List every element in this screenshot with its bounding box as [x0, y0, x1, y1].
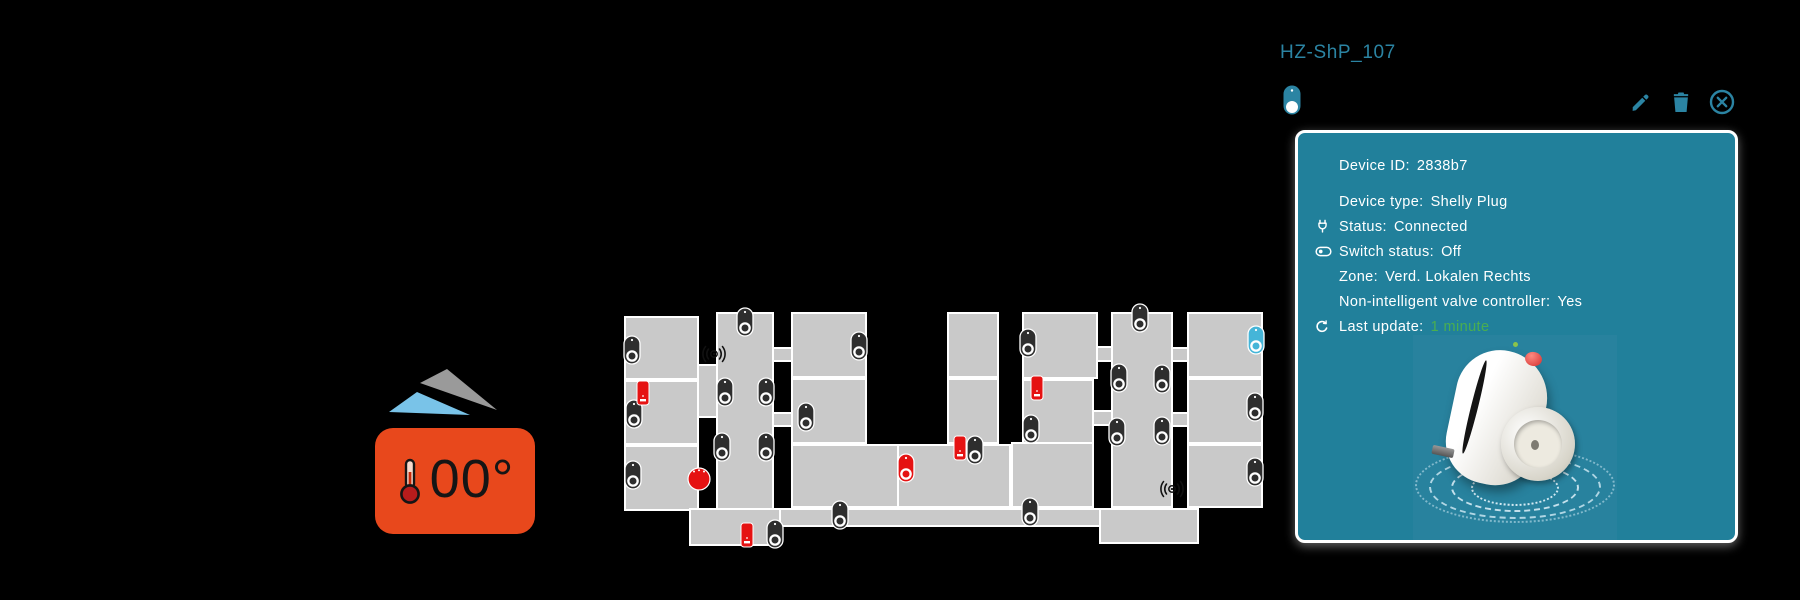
field-row-device-id-: Device ID: 2838b7 — [1315, 153, 1721, 178]
device-valve[interactable] — [757, 432, 775, 462]
device-pill-alert[interactable] — [953, 435, 967, 461]
device-valve[interactable] — [966, 435, 984, 465]
field-value: Shelly Plug — [1430, 193, 1508, 210]
device-valve[interactable] — [850, 331, 868, 361]
device-valve[interactable] — [1246, 392, 1264, 422]
floorplan-map[interactable] — [600, 280, 1310, 580]
room — [1096, 346, 1113, 362]
field-label: Non-intelligent valve controller: — [1339, 293, 1551, 310]
wind-flags-icon — [389, 369, 497, 415]
field-row-non-intelligent-valve-controller-: Non-intelligent valve controller: Yes — [1315, 289, 1721, 314]
device-valve[interactable] — [1022, 414, 1040, 444]
field-label: Last update: — [1339, 318, 1424, 335]
room — [947, 312, 999, 378]
room — [1171, 412, 1189, 427]
device-valve[interactable] — [1021, 497, 1039, 527]
device-valve[interactable] — [831, 500, 849, 530]
field-label: Switch status: — [1339, 243, 1435, 260]
device-pill-alert[interactable] — [740, 522, 754, 548]
device-photo — [1413, 335, 1617, 540]
device-valve[interactable] — [757, 377, 775, 407]
device-valve[interactable] — [713, 432, 731, 462]
device-valve[interactable] — [766, 519, 784, 549]
device-pill-alert[interactable] — [636, 380, 650, 406]
device-panel-title: HZ-ShP_107 — [1280, 42, 1396, 63]
edit-pencil-icon[interactable] — [1630, 92, 1651, 113]
field-value: Connected — [1393, 218, 1468, 235]
thermometer-icon — [399, 458, 420, 504]
device-valve[interactable] — [1131, 303, 1149, 333]
device-ball-alert[interactable] — [687, 467, 711, 491]
field-label: Zone: — [1339, 268, 1379, 285]
device-gateway[interactable] — [1160, 480, 1184, 498]
thermostat-widget[interactable]: 00° — [375, 428, 535, 534]
device-valve[interactable] — [624, 460, 642, 490]
device-valve[interactable] — [736, 307, 754, 337]
device-valve[interactable] — [1153, 364, 1171, 394]
device-gateway[interactable] — [702, 345, 726, 363]
field-label: Device ID: — [1339, 157, 1410, 174]
room — [791, 444, 899, 508]
device-valve[interactable] — [625, 399, 643, 429]
field-value: Off — [1441, 243, 1462, 260]
room — [1111, 312, 1173, 508]
device-valve[interactable] — [1246, 457, 1264, 487]
field-value: 2838b7 — [1416, 157, 1468, 174]
field-row-device-type-: Device type: Shelly Plug — [1315, 189, 1721, 214]
device-pill-alert[interactable] — [1030, 375, 1044, 401]
device-valve[interactable] — [797, 402, 815, 432]
room — [697, 364, 718, 418]
device-valve[interactable] — [1108, 417, 1126, 447]
trash-icon[interactable] — [1670, 89, 1692, 114]
device-valve[interactable] — [623, 335, 641, 365]
device-valve[interactable] — [1019, 328, 1037, 358]
room — [716, 312, 774, 511]
field-label: Status: — [1339, 218, 1387, 235]
field-row-last-update-: Last update: 1 minute — [1315, 314, 1721, 339]
room — [689, 508, 781, 546]
field-value: 1 minute — [1430, 318, 1490, 335]
room — [1171, 347, 1189, 362]
device-valve[interactable] — [1153, 416, 1171, 446]
field-row-switch-status-: Switch status: Off — [1315, 239, 1721, 264]
device-valve-selected[interactable] — [1247, 325, 1265, 355]
room — [1011, 442, 1094, 508]
plug-product-socket — [1501, 407, 1575, 481]
field-row-status-: Status: Connected — [1315, 214, 1721, 239]
switch-icon — [1315, 246, 1339, 257]
temperature-value: 00° — [429, 449, 515, 509]
room — [772, 347, 793, 362]
room — [947, 378, 999, 444]
room — [772, 412, 793, 427]
plug-icon — [1315, 219, 1339, 234]
device-valve[interactable] — [716, 377, 734, 407]
field-value: Yes — [1557, 293, 1583, 310]
plug-product-led — [1513, 342, 1518, 347]
device-valve-alert[interactable] — [897, 453, 915, 483]
refresh-icon — [1315, 319, 1339, 334]
field-value: Verd. Lokalen Rechts — [1385, 268, 1531, 285]
device-valve[interactable] — [1110, 363, 1128, 393]
close-circle-icon[interactable] — [1709, 89, 1735, 115]
field-row-zone-: Zone: Verd. Lokalen Rechts — [1315, 264, 1721, 289]
plug-icon — [1283, 85, 1301, 115]
room — [1099, 508, 1199, 544]
field-label: Device type: — [1339, 193, 1424, 210]
